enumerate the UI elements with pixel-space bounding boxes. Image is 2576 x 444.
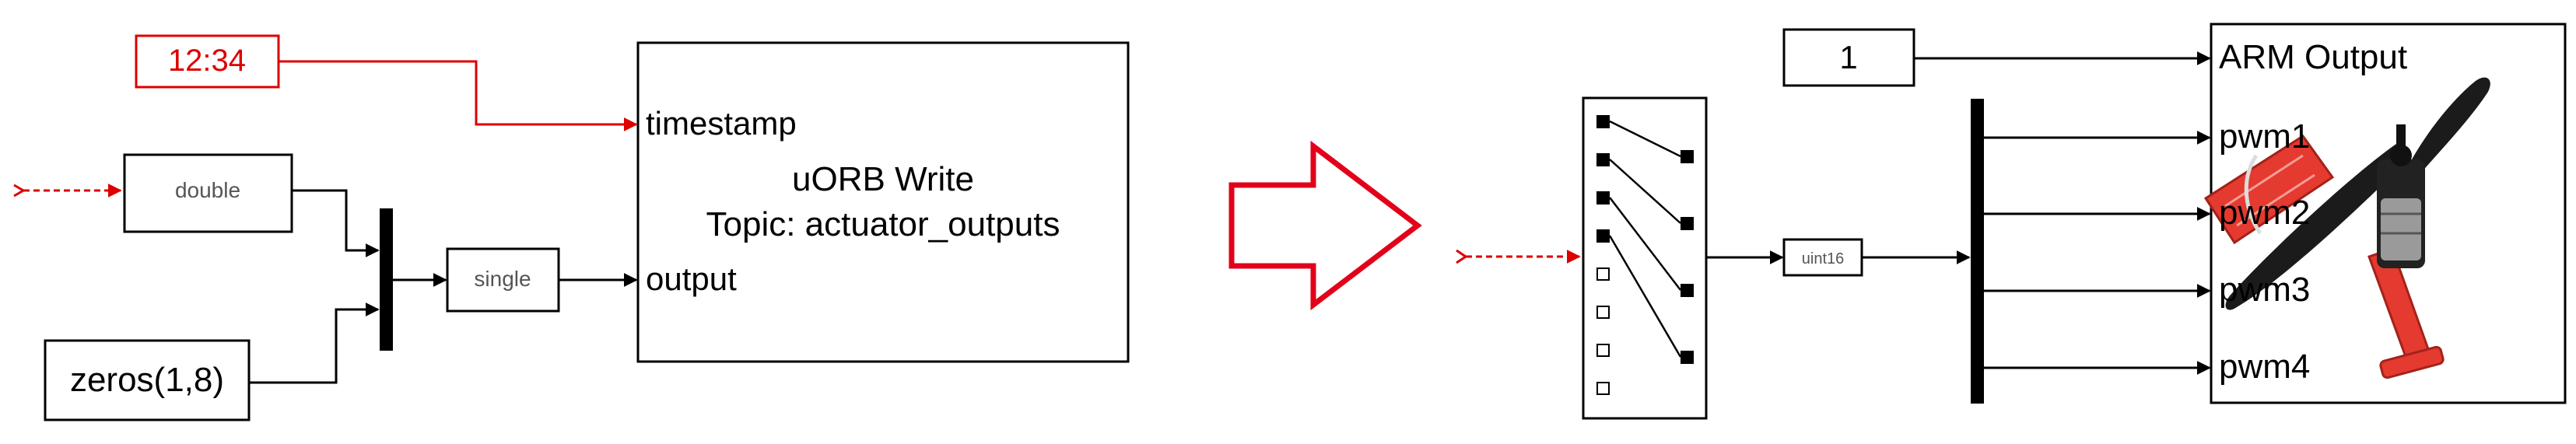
output-port-pwm2: pwm2 [2219,194,2310,232]
single-convert-label: single [474,267,531,291]
constant-one-block[interactable]: 1 [1782,28,1915,87]
timestamp-wire[interactable] [279,60,638,131]
mux-bar-left[interactable] [380,208,393,351]
selector-block[interactable] [1582,96,1708,420]
zeros-to-mux-wire[interactable] [249,302,380,384]
uorb-topic-label: Topic: actuator_outputs [706,205,1060,243]
arm-output-block[interactable]: ARM Output pwm1 pwm2 pwm3 pwm4 [2203,23,2567,404]
uorb-write-block[interactable]: timestamp uORB Write Topic: actuator_out… [636,41,1130,363]
double-to-mux-wire[interactable] [292,189,380,257]
zeros-constant-block[interactable]: zeros(1,8) [44,339,251,421]
timestamp-clock-block[interactable]: 12:34 [135,34,280,89]
left-model: 12:34 double zeros(1,8) single timestamp… [13,34,1130,421]
right-arrow-outline-icon [1228,140,1422,311]
input-port-marker-left [13,184,122,198]
timestamp-clock-label: 12:34 [168,44,246,78]
output-port-arm: ARM Output [2219,38,2407,76]
output-port-pwm1: pwm1 [2219,117,2310,156]
input-port-marker-right [1456,249,1581,264]
uorb-port-output: output [646,260,737,297]
uorb-block-title: uORB Write [792,160,974,198]
uint16-cast-label: uint16 [1802,250,1845,267]
uint16-cast-block[interactable]: uint16 [1782,238,1863,277]
zeros-constant-label: zeros(1,8) [70,361,224,399]
constant-one-label: 1 [1839,39,1857,75]
single-convert-block[interactable]: single [446,247,560,313]
demux-bar-right[interactable] [1971,99,1984,404]
uorb-port-timestamp: timestamp [646,105,797,142]
double-convert-label: double [175,178,240,202]
output-port-pwm4: pwm4 [2219,348,2310,386]
quadcopter-motor-propeller-icon [2203,77,2490,379]
right-model: uint16 1 [1456,23,2567,420]
double-convert-block[interactable]: double [123,153,293,233]
output-port-pwm3: pwm3 [2219,271,2310,309]
